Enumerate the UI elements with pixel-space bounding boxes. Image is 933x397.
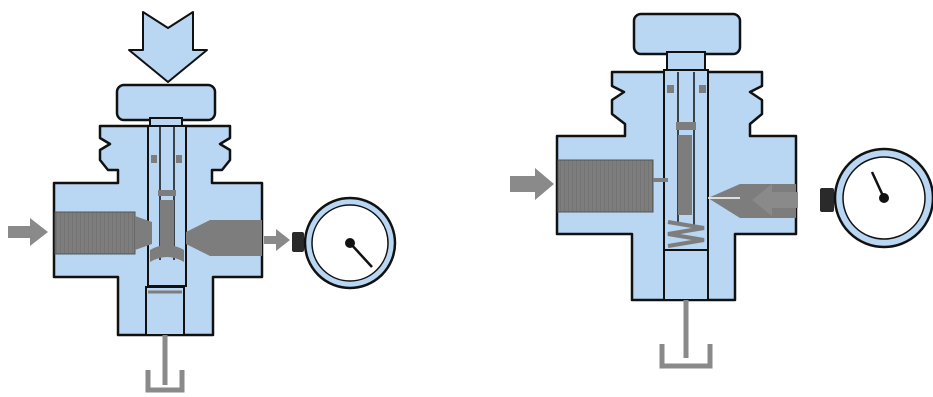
- inlet-port-left: [55, 212, 135, 254]
- knob-right: [634, 14, 740, 54]
- drain-handle-left: [148, 335, 182, 390]
- inlet-arrow-left: [8, 218, 48, 246]
- valve-right: [510, 14, 933, 366]
- inlet-arrow-right: [510, 168, 554, 200]
- valve-left: [8, 12, 395, 390]
- push-down-arrow: [129, 12, 207, 82]
- bottom-plug-right: [664, 250, 708, 300]
- inlet-port-right: [558, 160, 653, 212]
- drain-handle-right: [662, 300, 710, 366]
- pressure-gauge-right: [820, 149, 933, 247]
- bottom-plug-left: [146, 287, 184, 335]
- pressure-gauge-left: [292, 198, 395, 288]
- outlet-arrow-left: [264, 229, 290, 251]
- knob-left: [117, 85, 215, 120]
